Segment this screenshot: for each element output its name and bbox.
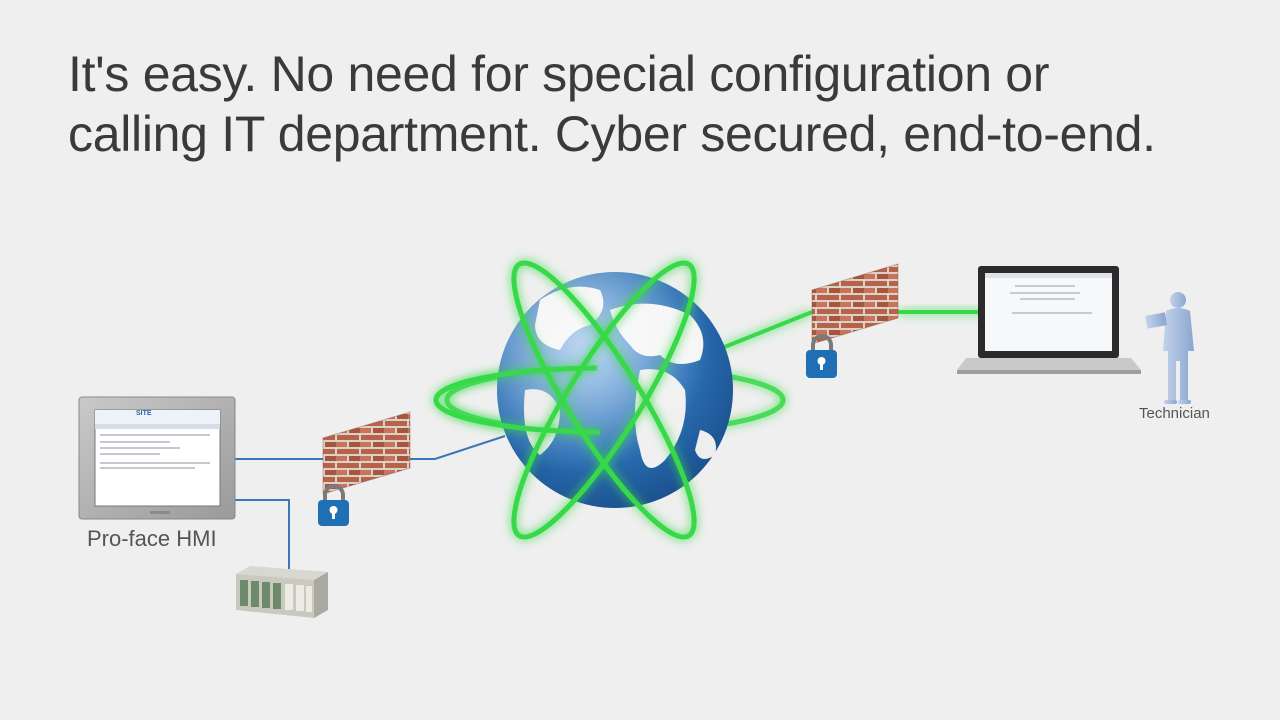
headline-line-1: It's easy. No need for special configura… bbox=[68, 46, 1050, 102]
padlock-icon-right bbox=[806, 334, 837, 378]
hmi-screen-brand: SITE bbox=[136, 410, 152, 417]
firewall-icon-left bbox=[322, 411, 411, 495]
link-hmi-plc bbox=[234, 499, 290, 570]
firewall-icon-right bbox=[811, 263, 899, 345]
hmi-panel-icon bbox=[78, 396, 236, 520]
headline: It's easy. No need for special configura… bbox=[68, 44, 1248, 164]
laptop-icon bbox=[957, 266, 1141, 374]
plc-rack-icon bbox=[236, 566, 328, 618]
padlock-icon-left bbox=[318, 484, 349, 526]
globe-icon bbox=[497, 272, 733, 508]
secure-tunnel bbox=[721, 310, 985, 350]
orbit-rings bbox=[433, 260, 775, 540]
technician-label: Technician bbox=[1139, 405, 1210, 422]
technician-icon bbox=[1145, 292, 1194, 404]
headline-line-2: calling IT department. Cyber secured, en… bbox=[68, 106, 1156, 162]
hmi-label: Pro-face HMI bbox=[87, 526, 217, 551]
